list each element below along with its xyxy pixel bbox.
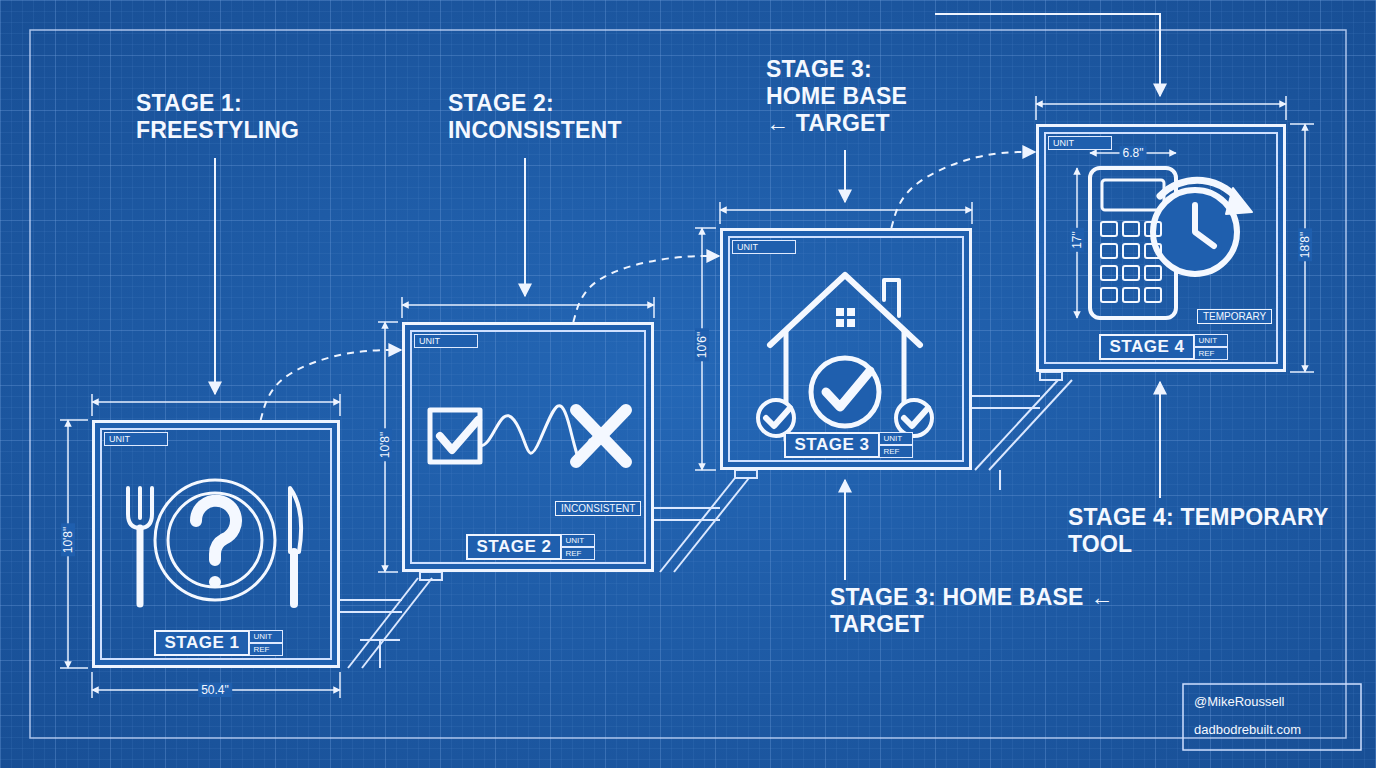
calculator-key: [1123, 266, 1139, 280]
watermark-text: dadbodrebuilt.com: [1194, 722, 1301, 737]
callout-text: STAGE 3: HOME BASE ← TARGET: [766, 56, 931, 137]
stage3-house-icon: [758, 275, 932, 440]
stage1-plate-icon: [128, 480, 301, 604]
title-block-cell: UNIT: [561, 534, 595, 547]
stage-label: STAGE 3: [784, 432, 881, 458]
stage-label: STAGE 4: [1099, 334, 1196, 360]
calculator-key: [1101, 244, 1117, 258]
stage-box: UNITSTAGE 3UNITREF: [720, 228, 972, 470]
stage2-wave-icon: [430, 406, 626, 462]
title-block-cell: UNIT: [249, 630, 283, 643]
title-block-cell: REF: [879, 445, 913, 458]
callout-text: STAGE 3: HOME BASE ← TARGET: [830, 584, 1150, 638]
dimension-text: 10'8": [61, 524, 75, 557]
calculator-key: [1123, 244, 1139, 258]
calculator-key: [1123, 288, 1139, 302]
calculator-key: [1145, 244, 1161, 258]
dimension-text: 10'8": [378, 429, 392, 462]
calculator-key: [1123, 222, 1139, 236]
title-block-cell: REF: [249, 643, 283, 656]
stage-box: UNITSTAGE 1UNITREF: [92, 420, 340, 668]
dashed-connector: [573, 256, 719, 322]
stage-label: STAGE 1: [154, 630, 251, 656]
support-beams: [340, 372, 1072, 668]
callout-text: STAGE 4: TEMPORARY TOOL: [1068, 504, 1333, 558]
watermark-box: [1183, 684, 1361, 750]
title-block-cell: UNIT: [1194, 334, 1228, 347]
callout-text: STAGE 1: FREESTYLING: [136, 90, 356, 144]
title-block-cell: UNIT: [879, 432, 913, 445]
calculator-key: [1145, 266, 1161, 280]
title-block-cell: REF: [561, 547, 595, 560]
tag-label: TEMPORARY: [1197, 309, 1272, 324]
calculator-key: [1101, 266, 1117, 280]
title-block-cell: REF: [1194, 347, 1228, 360]
dimension-text: 6.8": [1120, 146, 1147, 160]
dimension-text: 10'6": [695, 329, 709, 362]
dimension-text: 17": [1070, 228, 1084, 252]
stage4-calculator-clock-icon: [1090, 168, 1252, 318]
unit-tab: UNIT: [1048, 136, 1112, 150]
calculator-key: [1101, 222, 1117, 236]
stage-box: UNITINCONSISTENTSTAGE 2UNITREF: [402, 322, 654, 572]
tag-label: INCONSISTENT: [555, 501, 641, 516]
calculator-key: [1145, 222, 1161, 236]
stage-label: STAGE 2: [466, 534, 563, 560]
dashed-connector: [261, 350, 401, 420]
unit-tab: UNIT: [732, 240, 796, 254]
callout-text: STAGE 2: INCONSISTENT: [448, 90, 678, 144]
unit-tab: UNIT: [104, 432, 168, 446]
unit-tab: UNIT: [414, 334, 478, 348]
sheet-border: [30, 30, 1346, 738]
dashed-connector: [891, 152, 1035, 228]
calculator-key: [1145, 288, 1161, 302]
dimension-lines: [60, 96, 1314, 698]
callout-leaders: [215, 14, 1160, 580]
dimension-text: 50.4": [198, 683, 232, 697]
calculator-key: [1101, 288, 1117, 302]
dimension-text: 18'8": [1298, 229, 1312, 262]
watermark-text: @MikeRoussell: [1194, 694, 1285, 709]
